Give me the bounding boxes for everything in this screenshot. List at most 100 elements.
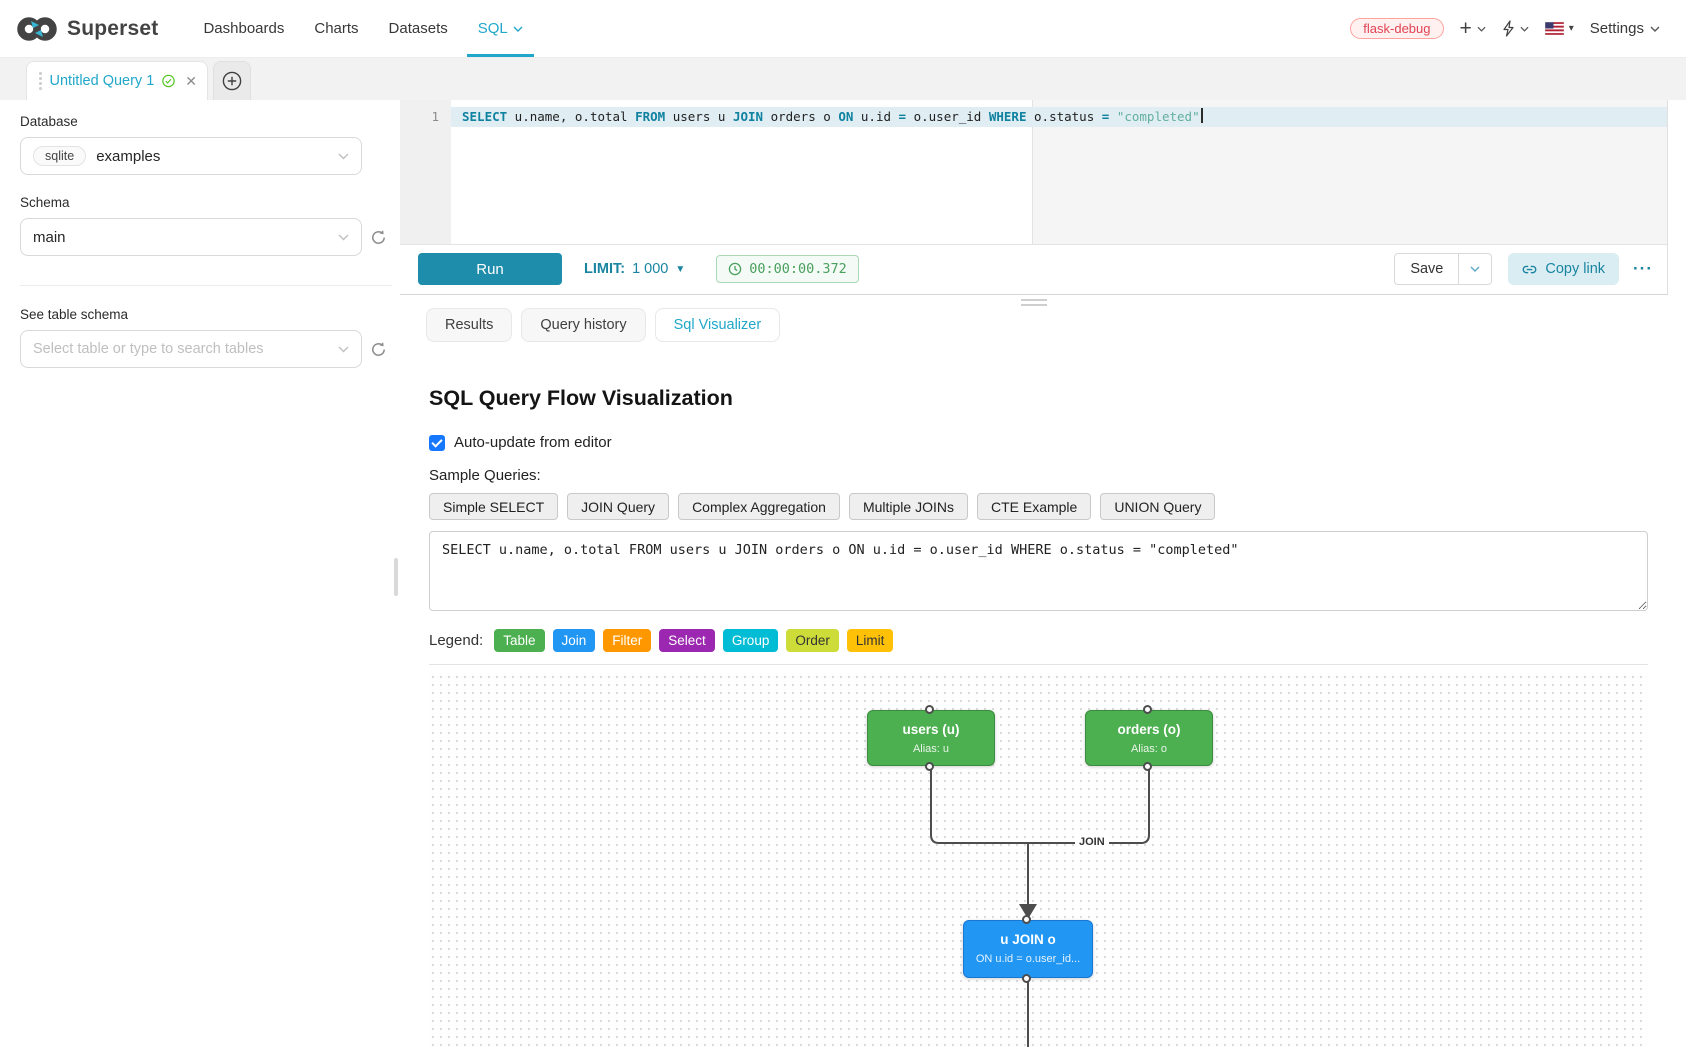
sql-code-editor[interactable]: 1 SELECT u.name, o.total FROM users u JO… — [400, 100, 1667, 245]
sql-line-1: SELECT u.name, o.total FROM users u JOIN… — [462, 107, 1203, 127]
plus-icon: + — [1459, 16, 1472, 40]
drag-handle-icon[interactable] — [39, 72, 42, 90]
schema-select[interactable]: main — [20, 218, 362, 256]
nav-item-dashboards[interactable]: Dashboards — [203, 20, 285, 37]
language-picker[interactable]: ▾ — [1544, 22, 1574, 35]
chevron-down-icon — [338, 234, 349, 240]
copy-link-button[interactable]: Copy link — [1508, 253, 1620, 285]
checkbox-checked-icon[interactable] — [429, 434, 445, 451]
limit-dropdown[interactable]: LIMIT: 1 000 ▼ — [584, 261, 685, 277]
schema-value: main — [33, 228, 66, 246]
refresh-icon — [372, 341, 385, 356]
close-icon[interactable]: ✕ — [185, 72, 197, 89]
query-timer: 00:00:00.372 — [716, 255, 859, 283]
auto-update-toggle[interactable]: Auto-update from editor — [429, 434, 1648, 451]
nav-item-sql[interactable]: SQL — [463, 0, 538, 57]
database-engine-tag: sqlite — [33, 146, 87, 166]
chevron-down-icon — [1520, 26, 1529, 32]
new-query-tab-button[interactable] — [213, 61, 251, 100]
legend-chip-filter: Filter — [603, 629, 652, 652]
editor-gutter: 1 — [400, 100, 451, 244]
sidebar-divider — [20, 285, 392, 286]
sample-button-join-query[interactable]: JOIN Query — [567, 493, 670, 520]
legend-chip-group: Group — [722, 629, 779, 652]
settings-menu[interactable]: Settings — [1590, 20, 1660, 37]
run-button[interactable]: Run — [418, 253, 562, 285]
editor-active-line — [451, 107, 1667, 127]
node-handle[interactable] — [1143, 705, 1152, 714]
node-handle[interactable] — [925, 762, 934, 771]
chevron-down-icon — [338, 346, 349, 352]
legend-chip-limit: Limit — [846, 629, 894, 652]
tab-results[interactable]: Results — [426, 308, 513, 342]
visualizer-content: SQL Query Flow Visualization Auto-update… — [400, 386, 1668, 1047]
table-search-placeholder: Select table or type to search tables — [33, 341, 264, 357]
chevron-down-icon — [1470, 266, 1480, 272]
query-flow-canvas[interactable]: JOIN users (u) Alias: u orders (o) Alias… — [429, 673, 1648, 1047]
navbar-right: flask-debug + ▾ Settings — [1350, 18, 1686, 39]
table-search-select[interactable]: Select table or type to search tables — [20, 330, 362, 368]
nav-item-datasets[interactable]: Datasets — [388, 20, 448, 37]
database-name: examples — [96, 147, 161, 165]
timer-value: 00:00:00.372 — [749, 261, 847, 277]
line-number: 1 — [431, 109, 439, 124]
sample-button-complex-aggregation[interactable]: Complex Aggregation — [678, 493, 840, 520]
query-tab-band: Untitled Query 1 ✕ — [0, 58, 1686, 100]
tab-sql-visualizer[interactable]: Sql Visualizer — [654, 308, 781, 342]
new-item-menu[interactable]: + — [1459, 16, 1486, 40]
refresh-schema-button[interactable] — [370, 229, 387, 246]
query-text-input[interactable]: SELECT u.name, o.total FROM users u JOIN… — [429, 531, 1648, 611]
sidebar-resize-handle[interactable] — [394, 558, 398, 596]
chevron-down-icon — [338, 153, 349, 159]
split-grip-icon[interactable] — [1021, 299, 1047, 306]
clock-icon — [729, 262, 742, 276]
sample-button-union-query[interactable]: UNION Query — [1100, 493, 1216, 520]
caret-down-icon: ▼ — [675, 263, 686, 275]
legend-chip-select: Select — [659, 629, 715, 652]
save-options-button[interactable] — [1459, 253, 1493, 285]
sql-editor-section: 1 SELECT u.name, o.total FROM users u JO… — [400, 100, 1668, 294]
horizontal-split-divider[interactable] — [400, 294, 1668, 309]
legend-chip-join: Join — [552, 629, 596, 652]
legend-chip-table: Table — [494, 629, 545, 652]
navbar: Superset Dashboards Charts Datasets SQL … — [0, 0, 1686, 58]
schema-label: Schema — [20, 195, 70, 210]
chevron-down-icon — [1650, 26, 1660, 32]
flow-edges — [930, 768, 1150, 1047]
auto-update-label: Auto-update from editor — [454, 434, 612, 451]
sample-button-cte-example[interactable]: CTE Example — [976, 493, 1092, 520]
node-handle[interactable] — [1022, 974, 1031, 983]
sqllab-sidebar: Database sqlite examples Schema main See… — [0, 100, 392, 1034]
superset-logo[interactable]: Superset — [0, 15, 158, 43]
database-label: Database — [20, 114, 78, 129]
node-handle[interactable] — [1022, 915, 1031, 924]
node-join[interactable]: u JOIN o ON u.id = o.user_id... — [963, 915, 1093, 983]
query-search-menu[interactable] — [1502, 20, 1529, 37]
legend: Legend: Table Join Filter Select Group O… — [429, 629, 1648, 652]
main-nav: Dashboards Charts Datasets SQL — [188, 0, 537, 57]
save-button[interactable]: Save — [1394, 253, 1460, 285]
legend-label: Legend: — [429, 632, 484, 649]
refresh-tables-button[interactable] — [370, 341, 387, 358]
node-orders-table[interactable]: orders (o) Alias: o — [1085, 705, 1213, 771]
limit-value: 1 000 — [632, 261, 669, 277]
sample-button-multiple-joins[interactable]: Multiple JOINs — [848, 493, 968, 520]
more-options-button[interactable]: ··· — [1633, 259, 1653, 278]
environment-badge: flask-debug — [1350, 18, 1444, 39]
sample-queries-label: Sample Queries: — [429, 467, 541, 484]
sample-query-buttons: Simple SELECT JOIN Query Complex Aggrega… — [429, 493, 1648, 520]
lightning-icon — [1503, 20, 1514, 37]
us-flag-icon — [1544, 22, 1564, 35]
node-users-table[interactable]: users (u) Alias: u — [867, 705, 995, 771]
tab-query-history[interactable]: Query history — [521, 308, 646, 342]
link-icon — [1523, 265, 1537, 273]
sample-button-simple-select[interactable]: Simple SELECT — [429, 493, 559, 520]
query-tab-untitled[interactable]: Untitled Query 1 ✕ — [26, 61, 208, 100]
text-cursor — [1200, 108, 1203, 123]
node-handle[interactable] — [1143, 762, 1152, 771]
caret-down-icon: ▾ — [1568, 23, 1574, 34]
nav-item-charts[interactable]: Charts — [314, 20, 359, 37]
refresh-icon — [372, 229, 385, 244]
node-handle[interactable] — [925, 705, 934, 714]
database-select[interactable]: sqlite examples — [20, 137, 362, 175]
